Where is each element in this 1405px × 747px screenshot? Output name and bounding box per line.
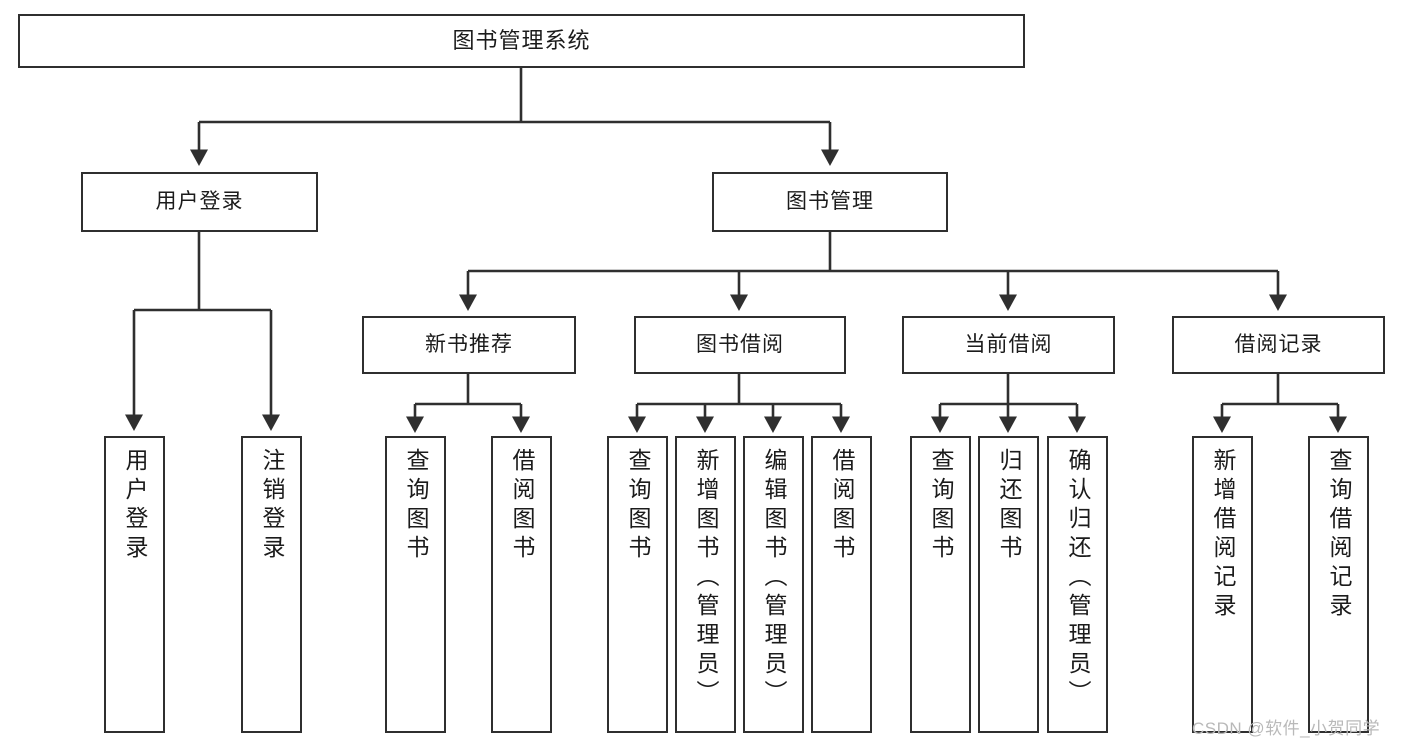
node-leaf-user-login[interactable]: 用户登录 [104,436,165,733]
csdn-watermark-text: CSDN @软件_小贺同学 [1192,719,1381,738]
node-new-book-recommend[interactable]: 新书推荐 [362,316,576,374]
node-user-login[interactable]: 用户登录 [81,172,318,232]
node-leaf-add-book[interactable]: 新增图书（管理员） [675,436,736,733]
node-leaf-user-logout-label: 注销登录 [259,448,285,564]
node-current-borrow-label: 当前借阅 [964,332,1053,356]
node-leaf-query-book-3[interactable]: 查询图书 [910,436,971,733]
node-leaf-add-record-label: 新增借阅记录 [1210,448,1236,622]
node-new-book-recommend-label: 新书推荐 [425,332,513,356]
node-book-manage[interactable]: 图书管理 [712,172,948,232]
node-leaf-confirm-return[interactable]: 确认归还（管理员） [1047,436,1108,733]
node-leaf-user-login-label: 用户登录 [122,448,148,564]
node-leaf-return-book[interactable]: 归还图书 [978,436,1039,733]
node-leaf-query-book-3-label: 查询图书 [928,448,954,564]
node-borrow-record[interactable]: 借阅记录 [1172,316,1385,374]
node-current-borrow[interactable]: 当前借阅 [902,316,1115,374]
node-leaf-user-logout[interactable]: 注销登录 [241,436,302,733]
node-leaf-return-book-label: 归还图书 [996,448,1022,564]
node-leaf-query-book-1-label: 查询图书 [403,448,429,564]
node-user-login-label: 用户登录 [155,189,244,213]
node-root-label: 图书管理系统 [452,28,591,54]
node-leaf-borrow-book-2-label: 借阅图书 [829,448,855,564]
node-book-manage-label: 图书管理 [786,189,874,213]
node-leaf-edit-book[interactable]: 编辑图书（管理员） [743,436,804,733]
node-leaf-confirm-return-label: 确认归还（管理员） [1065,448,1091,709]
node-leaf-query-book-1[interactable]: 查询图书 [385,436,446,733]
node-leaf-add-record[interactable]: 新增借阅记录 [1192,436,1253,733]
csdn-watermark: CSDN @软件_小贺同学 [1192,714,1380,739]
node-book-borrow-label: 图书借阅 [696,332,784,356]
node-leaf-add-book-label: 新增图书（管理员） [693,448,719,709]
node-leaf-borrow-book-1-label: 借阅图书 [509,448,535,564]
node-leaf-query-record[interactable]: 查询借阅记录 [1308,436,1369,733]
node-leaf-borrow-book-1[interactable]: 借阅图书 [491,436,552,733]
node-leaf-query-book-2[interactable]: 查询图书 [607,436,668,733]
node-leaf-edit-book-label: 编辑图书（管理员） [761,448,787,709]
node-book-borrow[interactable]: 图书借阅 [634,316,846,374]
node-leaf-borrow-book-2[interactable]: 借阅图书 [811,436,872,733]
node-root[interactable]: 图书管理系统 [18,14,1025,68]
node-leaf-query-record-label: 查询借阅记录 [1326,448,1352,622]
node-leaf-query-book-2-label: 查询图书 [625,448,651,564]
node-borrow-record-label: 借阅记录 [1234,332,1323,356]
